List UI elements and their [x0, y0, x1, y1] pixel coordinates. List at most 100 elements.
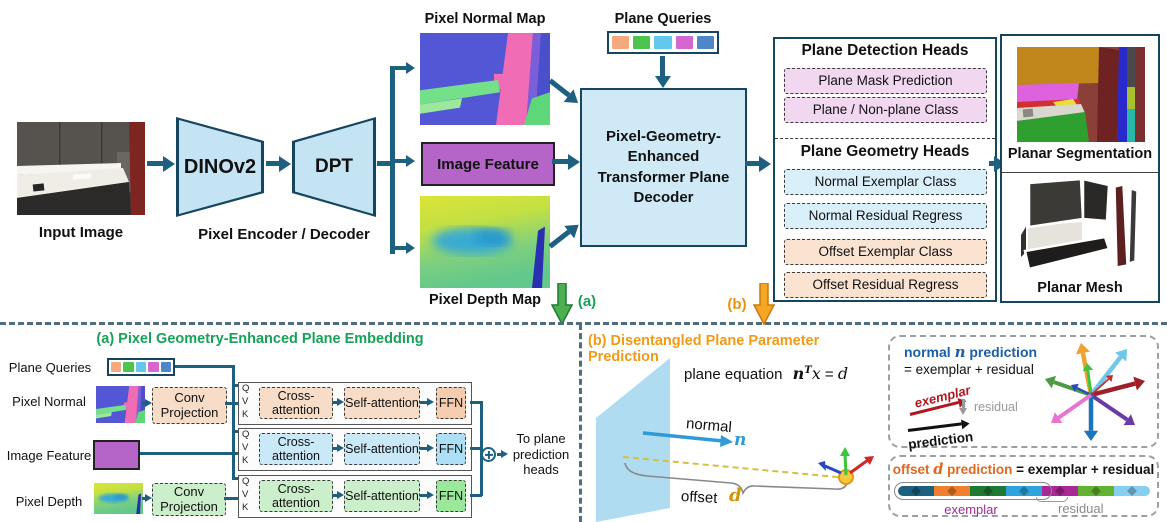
title-symbol-n: n	[954, 343, 966, 361]
title-prediction: prediction	[969, 344, 1038, 360]
prediction-heads-box: Plane Detection Heads Plane Mask Predict…	[773, 37, 997, 302]
plane-query-swatch	[696, 36, 715, 49]
transformer-decoder-label: Pixel-Geometry-Enhanced Transformer Plan…	[597, 128, 730, 206]
title-normal: normal	[904, 344, 951, 360]
k-label: K	[242, 409, 249, 420]
k-label: K	[242, 502, 249, 513]
arrow-self-to-ffn	[420, 447, 427, 450]
wire-feature-to-row2	[140, 452, 238, 455]
q-label: Q	[242, 383, 250, 394]
dpt-label: DPT	[295, 120, 373, 214]
arrow-self-to-ffn	[420, 401, 427, 404]
arrow-cross-to-self	[332, 447, 337, 450]
panel-ab-divider	[579, 324, 582, 522]
image-feature-label: Image Feature	[437, 155, 539, 173]
offset-bar-segment	[970, 486, 1006, 496]
v-label: V	[242, 442, 249, 453]
arrow-heads-to-outputs	[989, 161, 994, 166]
offset-bar-segment	[1042, 486, 1078, 496]
input-image-label: Input Image	[38, 224, 124, 241]
wire-queries-vertical	[232, 365, 235, 479]
q-label: Q	[242, 476, 250, 487]
plane-query-swatch	[160, 362, 172, 372]
prediction-label: prediction	[907, 429, 974, 452]
attention-row-depth: Q V K Cross-attention Self-attention FFN	[238, 475, 472, 518]
arrow-normal-to-decoder	[548, 78, 571, 98]
offset-bar	[898, 486, 1150, 496]
pixel-depth-map-label: Pixel Depth Map	[429, 292, 541, 308]
marker-a-arrow-icon	[551, 283, 573, 325]
pixel-normal-map-label: Pixel Normal Map	[424, 11, 546, 27]
attention-row-image: Q V K Cross-attention Self-attention FFN	[238, 428, 472, 471]
image-feature-box: Image Feature	[421, 142, 555, 186]
offset-symbol: d	[729, 485, 742, 506]
conv-projection-box: Conv Projection	[152, 483, 226, 516]
head-item: Offset Residual Regress	[784, 272, 987, 298]
planar-mesh-image	[1017, 177, 1145, 275]
offset-bar-segment	[1006, 486, 1042, 496]
dpt-block: DPT	[292, 117, 376, 217]
plane-query-swatch	[148, 362, 159, 372]
arrow-depth-to-decoder	[548, 229, 571, 249]
pixel-normal-map-thumbnail	[420, 33, 550, 125]
planar-mesh-label: Planar Mesh	[1037, 280, 1123, 296]
ffn-box: FFN	[436, 387, 466, 419]
encoder-label: DINOv2	[179, 120, 261, 214]
panel-a-row-label: Image Feature	[6, 448, 92, 463]
equation-T: T	[804, 365, 812, 376]
offset-label: offset	[680, 488, 718, 507]
encoder-decoder-caption: Pixel Encoder / Decoder	[198, 226, 370, 243]
plane-query-swatch	[654, 36, 672, 49]
head-item: Offset Exemplar Class	[784, 239, 987, 265]
heads-divider	[775, 138, 995, 139]
transformer-decoder-box: Pixel-Geometry-Enhanced Transformer Plan…	[580, 88, 747, 247]
panel-a-normal-thumbnail	[96, 386, 145, 423]
marker-b-arrow-icon	[753, 283, 775, 325]
arrow-encoder-to-dpt	[266, 161, 279, 166]
plane-parameter-diagram	[585, 350, 885, 522]
plane-equation-label: plane equation nTx = d	[684, 364, 848, 383]
wire-collector	[480, 401, 483, 496]
head-item: Normal Exemplar Class	[784, 169, 987, 195]
wire-ffn1-out	[470, 401, 482, 404]
sum-icon	[481, 447, 496, 462]
encoder-block: DINOv2	[176, 117, 264, 217]
wire-queries	[175, 365, 234, 368]
panel-b-title: (b) Disentangled Plane Parameter Predict…	[588, 333, 820, 365]
q-label: Q	[242, 429, 250, 440]
wire-queries-q1	[232, 384, 242, 387]
panel-a-depth-thumbnail	[94, 483, 143, 514]
outputs-box: Planar Segmentation Planar Mesh	[1000, 34, 1160, 303]
head-item: Plane / Non-plane Class	[784, 97, 987, 123]
plane-equation-text: plane equation	[684, 366, 783, 383]
equation-x: x	[811, 364, 821, 383]
normal-symbol: n	[734, 430, 747, 450]
arrow-to-heads-note	[497, 453, 501, 456]
v-label: V	[242, 396, 249, 407]
wire-ffn2-out	[470, 447, 482, 450]
ffn-box: FFN	[436, 480, 466, 512]
plane-queries-label: Plane Queries	[614, 11, 712, 27]
arrow-to-depth-map	[393, 246, 406, 250]
k-label: K	[242, 455, 249, 466]
ffn-box: FFN	[436, 433, 466, 465]
arrow-queries-to-decoder	[660, 56, 665, 76]
panel-a-feature-thumbnail	[93, 440, 140, 470]
normal-formula: = exemplar + residual	[904, 362, 1034, 377]
plane-detection-heads-title: Plane Detection Heads	[801, 42, 969, 59]
wire-queries-q3	[232, 477, 242, 480]
to-plane-prediction-heads-note: To plane prediction heads	[512, 431, 570, 478]
arrow-self-to-ffn	[420, 494, 427, 497]
cross-attention-box: Cross-attention	[259, 433, 333, 465]
title-prediction: prediction	[947, 462, 1013, 477]
plane-geometry-heads-title: Plane Geometry Heads	[800, 143, 970, 160]
v-label: V	[242, 489, 249, 500]
panel-a-row-label: Plane Queries	[8, 360, 92, 375]
normal-prediction-box: normal n prediction = exemplar + residua…	[888, 335, 1159, 452]
panel-a-row-label: Pixel Normal	[12, 394, 86, 409]
panel-a-title: (a) Pixel Geometry-Enhanced Plane Embedd…	[96, 331, 424, 347]
self-attention-box: Self-attention	[344, 480, 420, 512]
offset-formula: = exemplar + residual	[1016, 462, 1155, 477]
head-item: Plane Mask Prediction	[784, 68, 987, 94]
